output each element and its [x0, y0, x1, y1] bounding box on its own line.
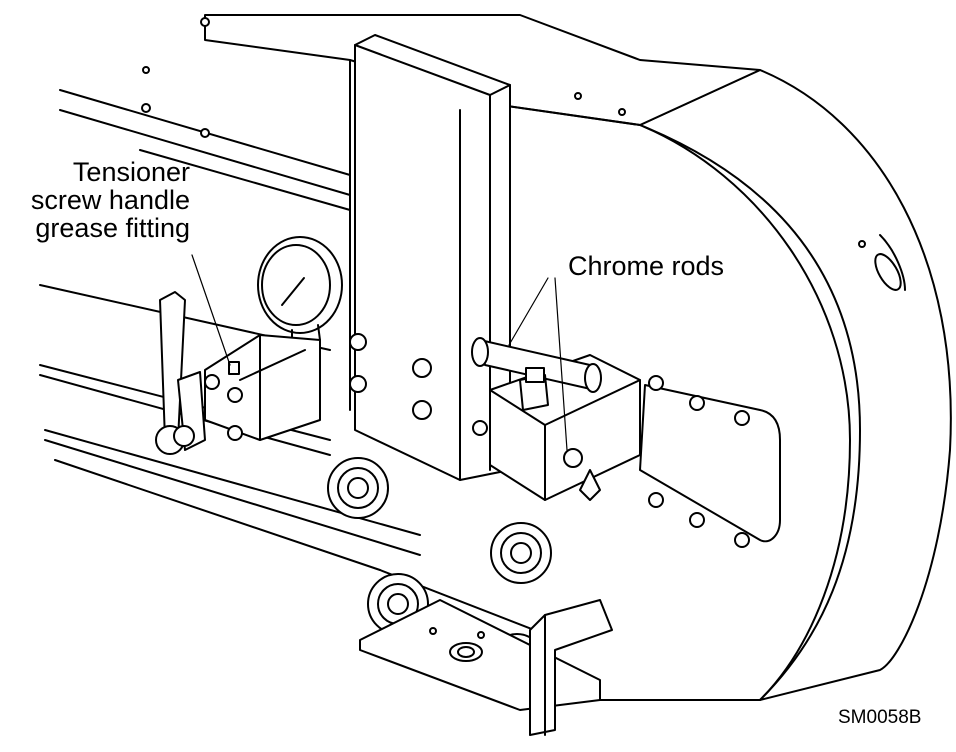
tensioner-callout-line-3: grease fitting	[35, 213, 190, 243]
vertical-column	[354, 34, 511, 481]
guide-block	[471, 337, 641, 501]
tensioner-callout-line-2: screw handle	[30, 185, 190, 215]
tensioner-assembly	[155, 291, 321, 455]
end-housing	[639, 69, 952, 701]
chrome-rods-callout: Chrome rods	[568, 251, 725, 281]
chrome-rods-leader-line-2	[554, 277, 568, 451]
tensioner-callout: Tensioner screw handle grease fitting	[6, 158, 190, 242]
top-frame	[59, 14, 761, 411]
leader-lines	[191, 254, 568, 451]
column-bolts	[349, 333, 432, 420]
chrome-rods-leader-line-1	[508, 277, 549, 346]
base-bracket	[359, 599, 613, 736]
tensioner-leader-line	[191, 254, 231, 366]
side-plate	[639, 375, 781, 548]
tensioner-callout-line-1: Tensioner	[72, 157, 190, 187]
figure-id: SM0058B	[838, 707, 922, 728]
pressure-gauge	[257, 236, 343, 341]
